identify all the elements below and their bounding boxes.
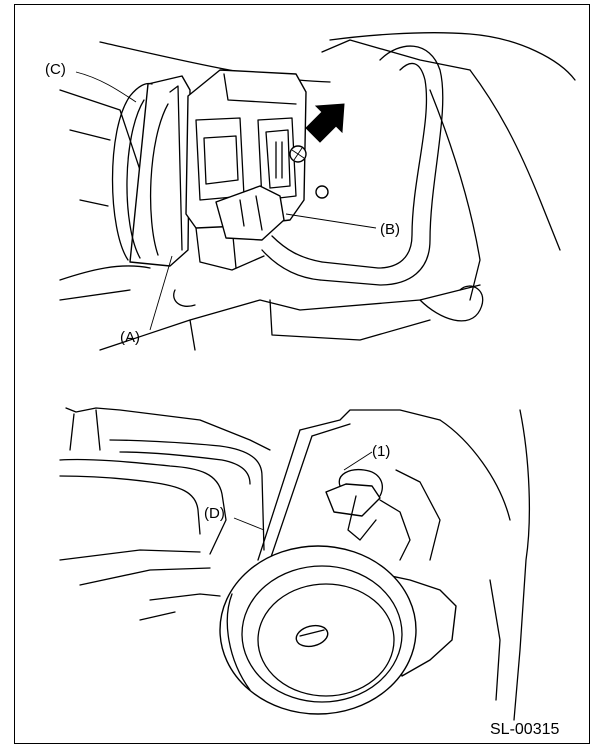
label-a: (A) [120,329,140,346]
bottom-illustration: (1) (D) [59,407,531,721]
figure-code: SL-00315 [490,721,559,738]
label-c: (C) [45,61,66,78]
leader-a [149,255,173,331]
label-1: (1) [372,443,390,460]
direction-arrow-icon [305,103,345,143]
leader-b [285,213,377,229]
leader-c [75,71,137,103]
top-illustration: (C) (A) (B) [45,32,576,351]
label-b: (B) [380,221,400,238]
leader-1 [343,451,373,471]
leader-d [233,517,265,531]
label-d: (D) [204,505,225,522]
